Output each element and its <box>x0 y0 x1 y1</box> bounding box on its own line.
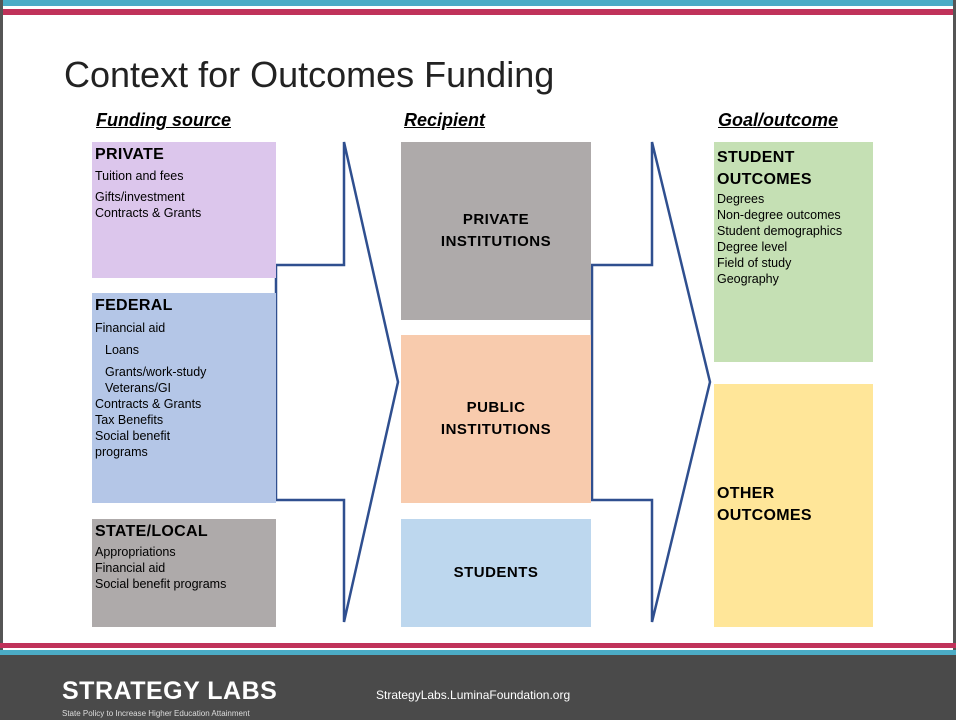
source-line: Tax Benefits <box>95 413 164 427</box>
source-line: Financial aid <box>95 561 166 575</box>
outcome-student-heading-line1: STUDENT <box>717 149 795 166</box>
recipient-label-line2: INSTITUTIONS <box>440 421 552 438</box>
recipient-label-line1: PUBLIC <box>466 399 526 416</box>
source-line: Financial aid <box>95 321 166 335</box>
source-line: Veterans/GI <box>105 381 172 395</box>
outcome-student-heading-line2: OUTCOMES <box>717 171 812 188</box>
source-line: Contracts & Grants <box>95 397 202 411</box>
column-heading-recipient: Recipient <box>404 110 486 130</box>
outcome-other-heading-line1: OTHER <box>717 485 775 502</box>
top-crimson-bar <box>0 9 956 15</box>
footer-tagline: State Policy to Increase Higher Educatio… <box>62 709 250 718</box>
source-line: Social benefit <box>95 429 171 443</box>
bottom-teal-bar <box>0 650 956 655</box>
outcome-line: Non-degree outcomes <box>717 208 841 222</box>
recipient-label-line1: PRIVATE <box>462 211 530 228</box>
source-line: Grants/work-study <box>105 365 207 379</box>
outcome-other-box: OTHER OUTCOMES <box>714 384 873 627</box>
top-teal-bar <box>0 0 956 6</box>
recipient-private-institutions-box: PRIVATE INSTITUTIONS <box>401 142 591 320</box>
source-federal-box: FEDERAL Financial aid Loans Grants/work-… <box>92 293 276 503</box>
source-state-local-box: STATE/LOCAL Appropriations Financial aid… <box>92 519 276 627</box>
arrow-recipients-to-outcomes <box>590 141 712 623</box>
recipient-label-line1: STUDENTS <box>453 564 539 581</box>
source-private-box: PRIVATE Tuition and fees Gifts/investmen… <box>92 142 276 278</box>
flow-arrows <box>274 141 712 623</box>
source-line: Contracts & Grants <box>95 206 202 220</box>
footer-url-link[interactable]: StrategyLabs.LuminaFoundation.org <box>376 688 571 702</box>
footer-band <box>0 655 956 720</box>
source-line: Loans <box>105 343 140 357</box>
recipient-public-institutions-box: PUBLIC INSTITUTIONS <box>401 335 591 503</box>
recipient-label-line2: INSTITUTIONS <box>440 233 552 250</box>
outcome-line: Geography <box>717 272 779 286</box>
column-heading-goal: Goal/outcome <box>718 110 839 130</box>
outcome-line: Field of study <box>717 256 792 270</box>
recipient-students-box: STUDENTS <box>401 519 591 627</box>
slide-frame-right <box>953 0 956 650</box>
source-line: Gifts/investment <box>95 190 185 204</box>
slide-title: Context for Outcomes Funding <box>64 54 555 95</box>
source-federal-heading: FEDERAL <box>95 297 173 314</box>
source-line: Appropriations <box>95 545 176 559</box>
source-line: Tuition and fees <box>95 169 184 183</box>
outcome-line: Degrees <box>717 192 765 206</box>
source-line: programs <box>95 445 148 459</box>
arrow-sources-to-recipients <box>274 141 400 623</box>
outcome-student-box: STUDENT OUTCOMES Degrees Non-degree outc… <box>714 142 873 362</box>
outcome-line: Student demographics <box>717 224 843 238</box>
outcome-other-heading-line2: OUTCOMES <box>717 507 812 524</box>
source-line: Social benefit programs <box>95 577 227 591</box>
slide-frame-left <box>0 0 3 650</box>
column-heading-source: Funding source <box>96 110 231 130</box>
bottom-crimson-bar <box>0 643 956 648</box>
outcome-line: Degree level <box>717 240 788 254</box>
footer-brand-logo: STRATEGY LABS <box>62 677 278 705</box>
source-state-local-heading: STATE/LOCAL <box>95 523 208 540</box>
source-private-heading: PRIVATE <box>95 146 165 163</box>
